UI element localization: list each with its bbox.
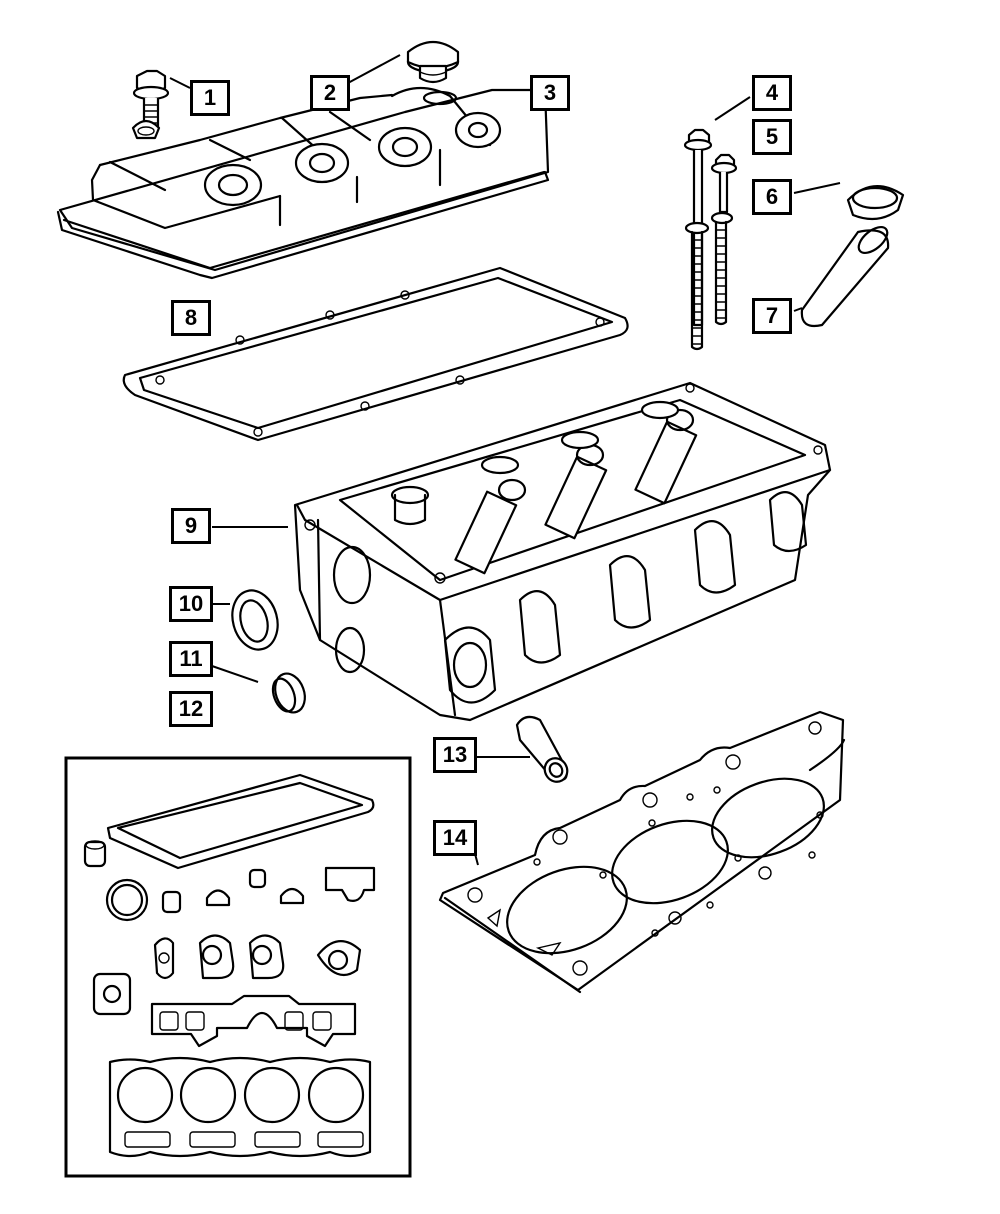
callout-5[interactable]: 5 [752,119,792,155]
spark-plug-tube[interactable] [800,222,892,328]
callout-11[interactable]: 11 [169,641,213,677]
head-bolt-long[interactable] [683,128,713,351]
gasket-kit-inset[interactable] [64,756,412,1178]
plug-seal[interactable] [269,669,310,716]
cylinder-head-gasket[interactable] [438,710,846,994]
camshaft-seal[interactable] [226,585,284,654]
callout-13[interactable]: 13 [433,737,477,773]
callout-14[interactable]: 14 [433,820,477,856]
callout-7[interactable]: 7 [752,298,792,334]
cylinder-head-cover[interactable] [56,86,550,280]
valve-cover-bolt[interactable] [131,69,170,140]
callout-2[interactable]: 2 [310,75,350,111]
callout-8[interactable]: 8 [171,300,211,336]
head-bolt-short[interactable] [710,153,738,326]
callout-10[interactable]: 10 [169,586,213,622]
dowel-sleeve[interactable] [515,715,572,786]
oil-filler-cap[interactable] [406,40,460,84]
spark-plug-tube-seal[interactable] [846,185,905,221]
callout-12[interactable]: 12 [169,691,213,727]
callout-6[interactable]: 6 [752,179,792,215]
callout-4[interactable]: 4 [752,75,792,111]
callout-1[interactable]: 1 [190,80,230,116]
leader-lines [169,54,841,866]
callout-9[interactable]: 9 [171,508,211,544]
cylinder-head[interactable] [293,381,832,722]
callout-3[interactable]: 3 [530,75,570,111]
valve-cover-gasket[interactable] [122,266,629,442]
